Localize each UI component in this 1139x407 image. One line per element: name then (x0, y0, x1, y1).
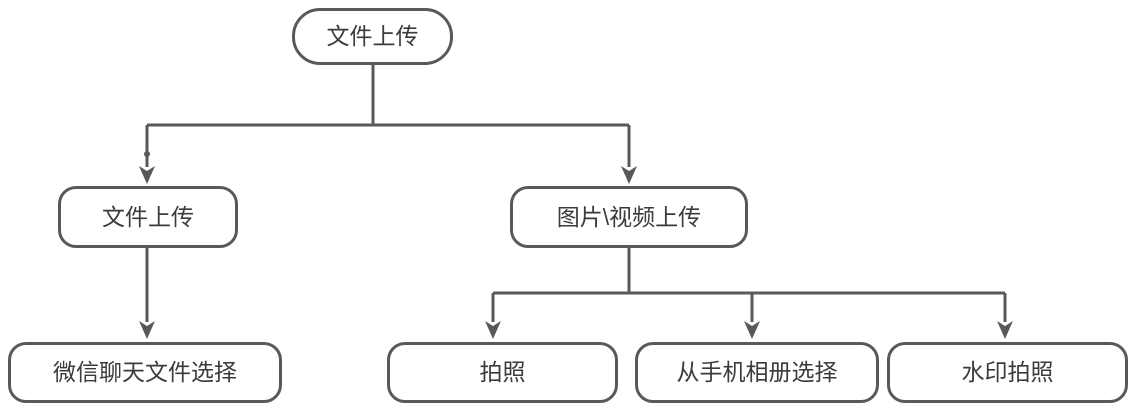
arrowhead-take-photo (485, 321, 501, 339)
node-image-video-upload: 图片\视频上传 (510, 186, 748, 248)
node-file-upload: 文件上传 (58, 186, 238, 248)
arrowhead-wechat-file (139, 321, 155, 339)
edge-waypoint-dot (144, 151, 150, 157)
arrowhead-watermark-photo (997, 321, 1013, 339)
arrowhead-media-upload (621, 166, 637, 184)
node-root-file-upload: 文件上传 (292, 8, 453, 65)
node-select-from-phone-album: 从手机相册选择 (635, 342, 879, 403)
arrowhead-file-upload (139, 166, 155, 184)
node-wechat-chat-file-select: 微信聊天文件选择 (8, 342, 282, 403)
arrowhead-phone-album (744, 321, 760, 339)
node-take-photo: 拍照 (387, 342, 618, 403)
node-watermark-photo: 水印拍照 (887, 342, 1128, 403)
